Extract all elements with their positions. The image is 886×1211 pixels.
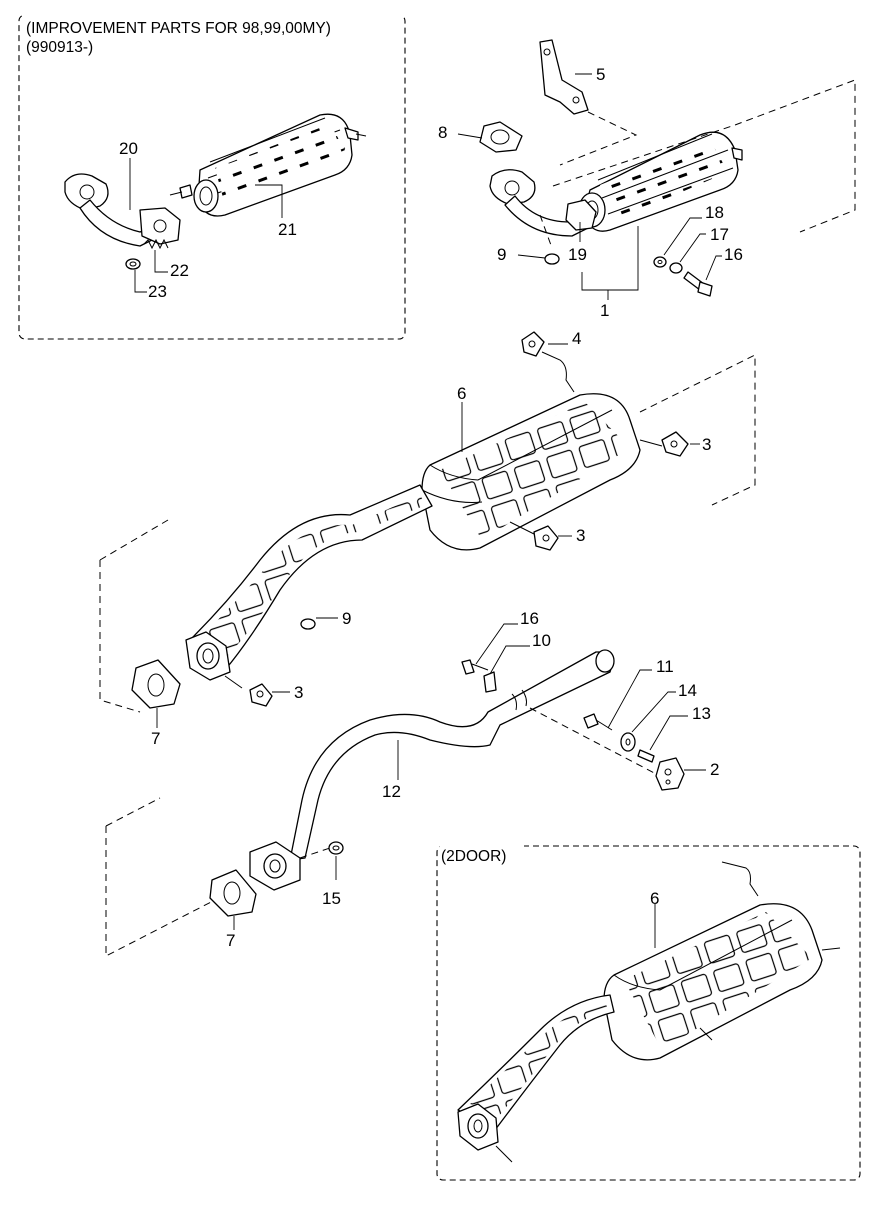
muffler-inlet-pipe — [185, 484, 433, 689]
callout-9-middle: 9 — [342, 609, 351, 628]
callout-17: 17 — [710, 225, 729, 244]
front-pipe-improved — [64, 173, 181, 247]
improvement-title-line2: (990913-) — [26, 39, 93, 56]
main-muffler-assembly: 4 6 3 3 — [99, 329, 756, 748]
callout-18: 18 — [705, 203, 724, 222]
improvement-parts-box: (IMPROVEMENT PARTS FOR 98,99,00MY) (9909… — [18, 10, 406, 340]
callout-16-lower: 16 — [520, 609, 539, 628]
two-door-box: (2DOOR) 6 — [436, 840, 861, 1181]
callout-6-main: 6 — [457, 384, 466, 403]
nut-icon — [300, 618, 316, 630]
callout-9-top: 9 — [497, 245, 506, 264]
callout-7-lower: 7 — [226, 931, 235, 950]
callout-12: 12 — [382, 782, 401, 801]
bolt-icon — [461, 659, 489, 675]
callout-4: 4 — [572, 329, 581, 348]
washer-icon — [653, 256, 667, 268]
hanger-rubber-icon — [509, 521, 559, 551]
center-pipe — [289, 649, 615, 861]
improvement-title-line1: (IMPROVEMENT PARTS FOR 98,99,00MY) — [26, 20, 331, 37]
callout-16-top: 16 — [724, 245, 743, 264]
hanger-rubber-icon — [655, 757, 685, 791]
muffler-two-door — [457, 861, 841, 1163]
callout-7-upper: 7 — [151, 729, 160, 748]
nut-icon — [544, 253, 560, 265]
bolt-icon — [583, 713, 613, 731]
callout-20: 20 — [119, 139, 138, 158]
bracket-icon — [539, 39, 589, 115]
center-pipe-flange — [249, 841, 301, 891]
callout-13: 13 — [692, 704, 711, 723]
nut-icon — [328, 841, 344, 855]
muffler — [421, 393, 641, 551]
callout-10: 10 — [532, 631, 551, 650]
callout-3-middle: 3 — [576, 526, 585, 545]
callout-23: 23 — [148, 282, 167, 301]
bracket-icon — [483, 671, 497, 693]
gasket-icon — [131, 659, 181, 709]
callout-1: 1 — [600, 301, 609, 320]
washer-icon — [669, 262, 683, 274]
callout-22: 22 — [170, 261, 189, 280]
callout-2: 2 — [710, 760, 719, 779]
callout-5: 5 — [596, 65, 605, 84]
bolt-icon — [637, 749, 655, 763]
callout-3-right: 3 — [702, 435, 711, 454]
callout-6-two-door: 6 — [650, 889, 659, 908]
two-door-title: (2DOOR) — [441, 848, 506, 865]
callout-19: 19 — [568, 245, 587, 264]
nut-icon — [125, 258, 141, 270]
gasket-icon — [209, 869, 257, 917]
callout-11: 11 — [656, 657, 674, 676]
hanger-rubber-icon — [521, 331, 575, 393]
center-pipe-assembly: 12 15 7 16 10 — [105, 609, 719, 957]
callout-21: 21 — [278, 220, 297, 239]
callout-8: 8 — [438, 123, 447, 142]
washer-icon — [620, 732, 636, 752]
spring-icon — [143, 238, 169, 250]
callout-15: 15 — [322, 889, 341, 908]
hanger-rubber-icon — [639, 431, 689, 457]
callout-3-lower: 3 — [294, 683, 303, 702]
callout-14: 14 — [678, 681, 697, 700]
gasket-icon — [479, 121, 523, 153]
hanger-rubber-icon — [249, 683, 273, 707]
front-pipe — [489, 169, 597, 237]
converter-assembly: 5 8 9 — [438, 39, 856, 320]
catalytic-converter-improved — [169, 113, 367, 217]
bolt-icon — [683, 271, 713, 297]
